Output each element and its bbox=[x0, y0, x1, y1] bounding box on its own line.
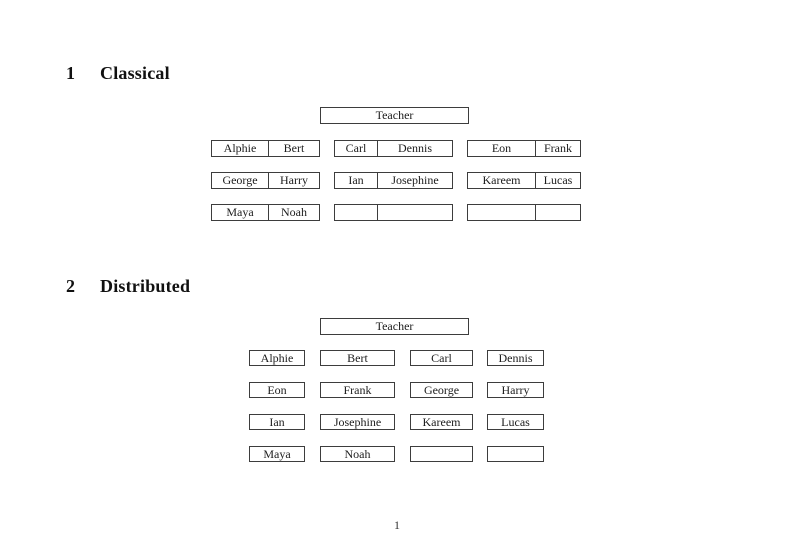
teacher-label: Teacher bbox=[375, 319, 414, 333]
desk-seat-left: Maya bbox=[212, 205, 269, 220]
desk-seat-left: George bbox=[212, 173, 269, 188]
student-box: Eon bbox=[249, 382, 305, 398]
section-number: 1 bbox=[66, 63, 76, 83]
desk-seat-right: Lucas bbox=[543, 173, 573, 187]
desk-seat-left: Kareem bbox=[468, 173, 536, 188]
section-title: Distributed bbox=[100, 276, 191, 296]
desk-box-empty bbox=[334, 204, 453, 221]
desk-box: Maya Noah bbox=[211, 204, 320, 221]
page-number: 1 bbox=[394, 518, 400, 532]
desk-seat-left bbox=[335, 205, 378, 220]
desk-box: Alphie Bert bbox=[211, 140, 320, 157]
student-box: Ian bbox=[249, 414, 305, 430]
student-box: George bbox=[410, 382, 473, 398]
desk-seat-left: Alphie bbox=[212, 141, 269, 156]
desk-box: Eon Frank bbox=[467, 140, 581, 157]
student-box: Frank bbox=[320, 382, 395, 398]
student-box: Harry bbox=[487, 382, 544, 398]
desk-seat-right bbox=[378, 205, 452, 220]
desk-box: Kareem Lucas bbox=[467, 172, 581, 189]
section-heading-distributed: 2 Distributed bbox=[66, 276, 190, 297]
desk-seat-right bbox=[536, 205, 580, 220]
section-number: 2 bbox=[66, 276, 76, 296]
student-box: Lucas bbox=[487, 414, 544, 430]
desk-seat-right: Harry bbox=[280, 173, 308, 187]
desk-seat-left: Ian bbox=[335, 173, 378, 188]
desk-seat-left: Carl bbox=[335, 141, 378, 156]
student-box: Maya bbox=[249, 446, 305, 462]
desk-box-empty bbox=[467, 204, 581, 221]
student-box: Noah bbox=[320, 446, 395, 462]
desk-seat-left bbox=[468, 205, 536, 220]
desk-seat-right: Josephine bbox=[391, 173, 439, 187]
student-box: Dennis bbox=[487, 350, 544, 366]
section-title: Classical bbox=[100, 63, 170, 83]
desk-seat-right: Dennis bbox=[398, 141, 432, 155]
desk-seat-left: Eon bbox=[468, 141, 536, 156]
student-box: Alphie bbox=[249, 350, 305, 366]
desk-box: George Harry bbox=[211, 172, 320, 189]
desk-seat-right: Noah bbox=[281, 205, 307, 219]
student-box: Carl bbox=[410, 350, 473, 366]
section-heading-classical: 1 Classical bbox=[66, 63, 170, 84]
student-box-empty bbox=[410, 446, 473, 462]
student-box: Kareem bbox=[410, 414, 473, 430]
teacher-label: Teacher bbox=[375, 108, 414, 122]
desk-box: Ian Josephine bbox=[334, 172, 453, 189]
teacher-box: Teacher bbox=[320, 318, 469, 335]
desk-box: Carl Dennis bbox=[334, 140, 453, 157]
student-box-empty bbox=[487, 446, 544, 462]
teacher-box: Teacher bbox=[320, 107, 469, 124]
desk-seat-right: Bert bbox=[283, 141, 305, 155]
student-box: Bert bbox=[320, 350, 395, 366]
student-box: Josephine bbox=[320, 414, 395, 430]
desk-seat-right: Frank bbox=[544, 141, 572, 155]
